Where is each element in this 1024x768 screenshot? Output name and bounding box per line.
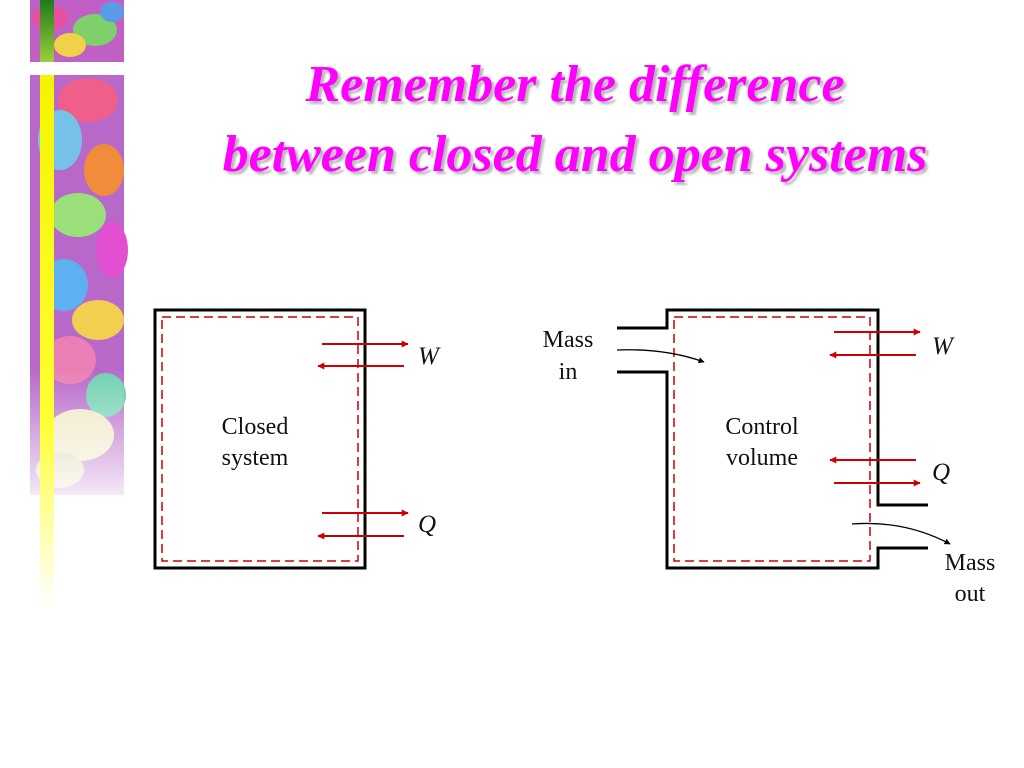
- mass-in-label-line2: in: [559, 359, 578, 385]
- slide-title: Remember the difference between closed a…: [140, 50, 1010, 190]
- open-system-diagram: Control volume Mass in W Q Mass out: [543, 308, 996, 607]
- closed-work-symbol: W: [418, 343, 441, 370]
- closed-system-diagram: Closed system W Q: [153, 308, 441, 570]
- closed-system-label-line1: Closed: [222, 414, 289, 440]
- mass-out-arrow: [851, 522, 951, 545]
- open-heat-symbol: Q: [932, 459, 950, 486]
- closed-system-boundary: [161, 316, 359, 562]
- mass-in-arrow: [616, 349, 705, 364]
- mass-in-label-line1: Mass: [543, 327, 594, 353]
- mass-out-label-line2: out: [955, 581, 986, 607]
- open-work-symbol: W: [932, 333, 955, 360]
- closed-heat-symbol: Q: [418, 511, 436, 538]
- decorative-side-art: [30, 0, 128, 605]
- control-volume-label-line2: volume: [726, 445, 798, 471]
- control-volume-wall: [617, 308, 928, 570]
- control-volume-boundary: [673, 316, 871, 562]
- title-line-2: between closed and open systems: [222, 126, 928, 183]
- closed-system-wall: [153, 308, 367, 570]
- closed-system-label-line2: system: [222, 445, 289, 471]
- mass-out-label-line1: Mass: [945, 550, 996, 576]
- control-volume-label-line1: Control: [725, 414, 799, 440]
- title-line-1: Remember the difference: [305, 56, 845, 113]
